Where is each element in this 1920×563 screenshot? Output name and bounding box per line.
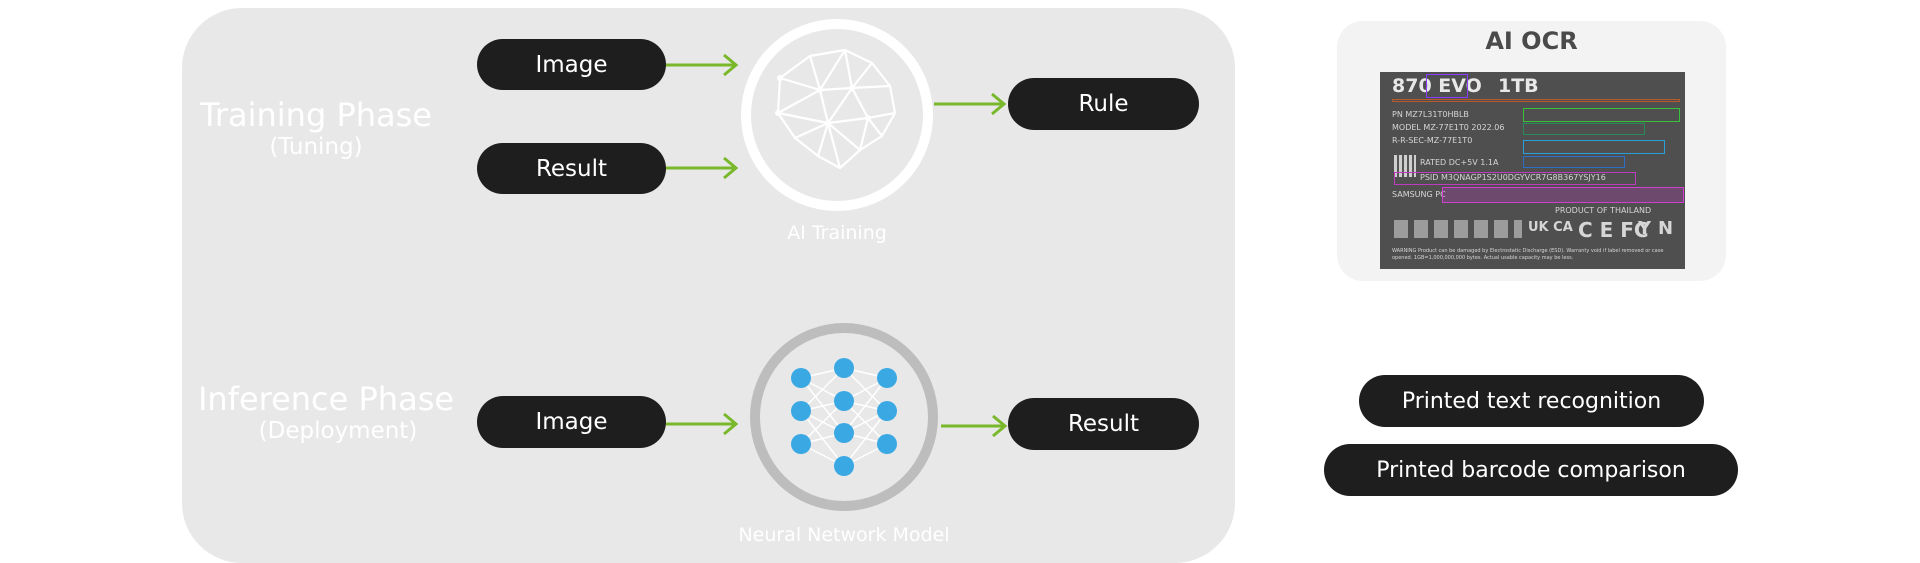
training-output-rule: Rule bbox=[1008, 78, 1199, 130]
arrow-image-to-model bbox=[666, 412, 739, 436]
label-warning: WARNING Product can be damaged by Electr… bbox=[1392, 248, 1664, 261]
arrow-model-to-result bbox=[941, 414, 1008, 438]
inference-phase-label: Inference Phase bbox=[197, 380, 455, 418]
barcode-highlight-3 bbox=[1523, 140, 1665, 154]
neural-network-caption: Neural Network Model bbox=[738, 524, 950, 546]
ai-training-caption: AI Training bbox=[787, 222, 887, 244]
label-mark-cefc: C E FC bbox=[1578, 218, 1649, 242]
ssd-label-photo: 870 EVO 1TB PN MZ7L31T0HBLB MODEL MZ-77E… bbox=[1380, 72, 1685, 269]
label-product: PRODUCT OF THAILAND bbox=[1555, 206, 1652, 215]
training-phase-label: Training Phase bbox=[200, 96, 432, 134]
training-phase-sublabel: (Tuning) bbox=[269, 134, 363, 160]
qr-code bbox=[1394, 155, 1416, 177]
training-input-image: Image bbox=[477, 39, 666, 90]
inference-phase-title: Inference Phase (Deployment) bbox=[186, 380, 466, 444]
training-phase-title: Training Phase (Tuning) bbox=[196, 96, 436, 160]
top-line-highlight bbox=[1392, 99, 1680, 102]
label-model: MODEL MZ-77E1T0 2022.06 bbox=[1392, 123, 1505, 132]
psid-large-highlight bbox=[1442, 187, 1684, 203]
inference-input-image: Image bbox=[477, 396, 666, 448]
label-capacity: 1TB bbox=[1498, 75, 1539, 97]
evo-highlight bbox=[1426, 74, 1468, 98]
label-rrsec: R-R-SEC-MZ-77E1T0 bbox=[1392, 136, 1473, 145]
certification-icons bbox=[1394, 220, 1522, 238]
label-samsung: SAMSUNG PC bbox=[1392, 190, 1446, 199]
label-psid: PSID M3QNAGP1S2U0DGYVCR7G8B367YSJY16 bbox=[1420, 173, 1606, 182]
ai-ocr-title: AI OCR bbox=[1485, 27, 1578, 55]
barcode-highlight-1 bbox=[1523, 108, 1680, 122]
arrow-result-to-training bbox=[666, 156, 739, 180]
neural-network-icon bbox=[750, 323, 938, 511]
barcode-highlight-4 bbox=[1523, 156, 1625, 168]
label-mark-y: Y bbox=[1638, 218, 1652, 239]
label-rated: RATED DC+5V 1.1A bbox=[1420, 158, 1499, 167]
feature-printed-barcode-comparison: Printed barcode comparison bbox=[1324, 444, 1738, 496]
label-model-name: 870 EVO bbox=[1392, 75, 1482, 97]
label-mark-n: N bbox=[1658, 218, 1674, 239]
inference-output-result: Result bbox=[1008, 398, 1199, 450]
label-pn: PN MZ7L31T0HBLB bbox=[1392, 110, 1469, 119]
arrow-image-to-training bbox=[666, 53, 739, 77]
label-mark-ukca: UK CA bbox=[1528, 220, 1573, 235]
feature-printed-text-recognition: Printed text recognition bbox=[1359, 375, 1704, 427]
barcode-highlight-2 bbox=[1523, 123, 1645, 135]
inference-phase-sublabel: (Deployment) bbox=[258, 418, 418, 444]
training-input-result: Result bbox=[477, 143, 666, 194]
arrow-training-to-rule bbox=[934, 92, 1007, 116]
psid-highlight bbox=[1394, 172, 1636, 185]
brain-icon bbox=[741, 19, 933, 211]
